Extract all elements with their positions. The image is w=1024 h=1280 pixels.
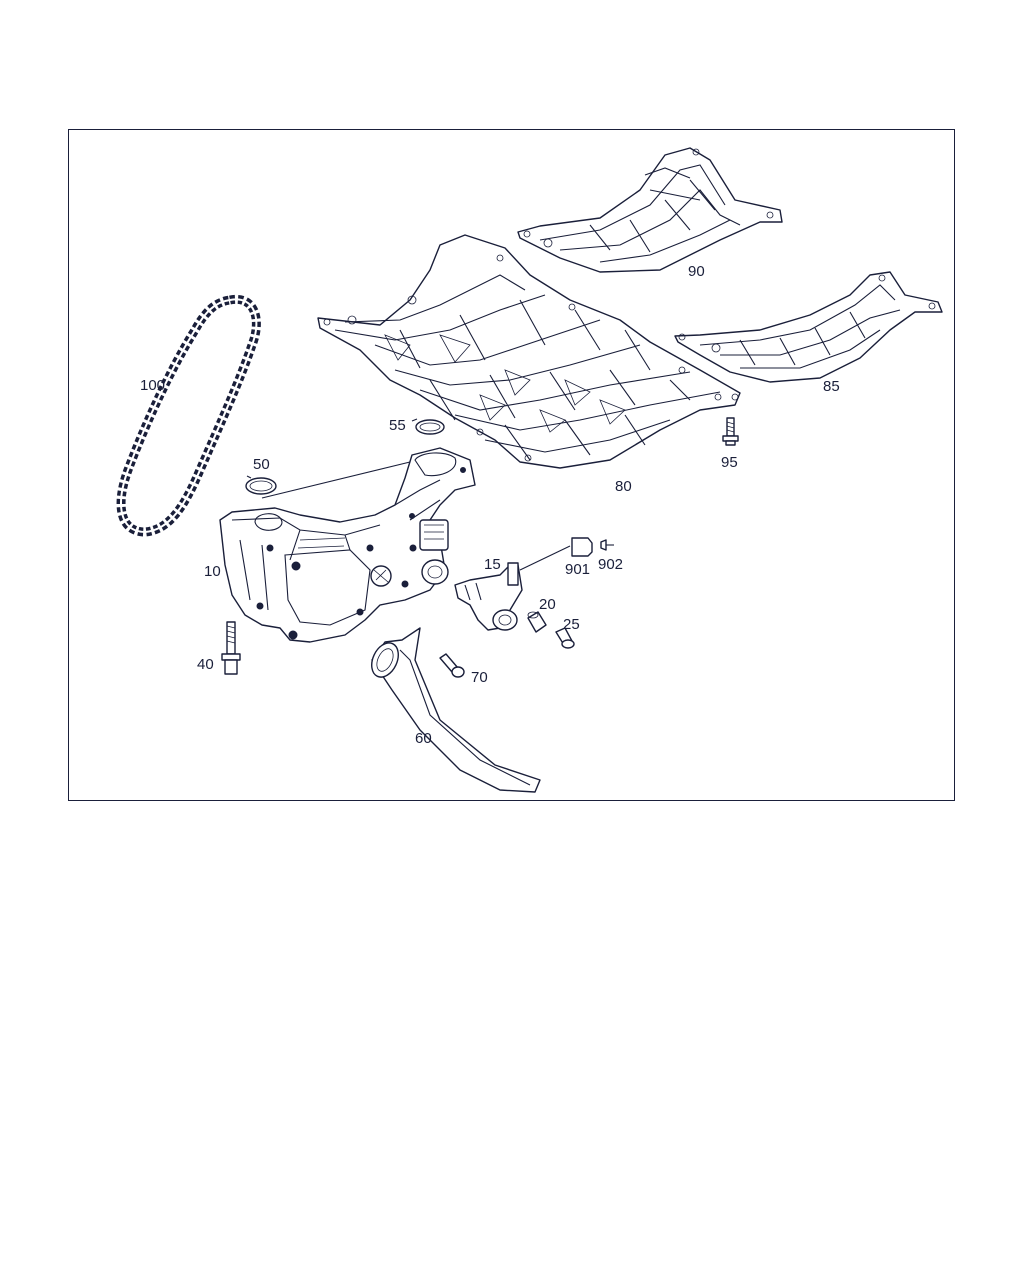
part-100-chain [116, 294, 261, 537]
callout-100: 100 [140, 377, 165, 394]
part-90-baffle [517, 147, 783, 273]
part-25-screw [555, 627, 575, 649]
callout-902: 902 [598, 556, 623, 573]
callout-10: 10 [204, 563, 221, 580]
part-50-ring [245, 475, 277, 495]
part-40-bolt [221, 621, 241, 675]
part-15-valve [454, 545, 571, 631]
part-80-main-baffle [317, 234, 741, 469]
part-85-baffle [674, 271, 943, 383]
part-60-suction-pipe [371, 627, 541, 793]
callout-85: 85 [823, 378, 840, 395]
part-10-oil-pump [219, 447, 476, 643]
callout-60: 60 [415, 730, 432, 747]
callout-15: 15 [484, 556, 501, 573]
callout-50: 50 [253, 456, 270, 473]
part-70-screw [439, 653, 465, 678]
callout-901: 901 [565, 561, 590, 578]
part-95-bolt [722, 417, 739, 446]
callout-90: 90 [688, 263, 705, 280]
callout-80: 80 [615, 478, 632, 495]
callout-25: 25 [563, 616, 580, 633]
callout-95: 95 [721, 454, 738, 471]
diagram-frame [68, 129, 955, 801]
part-901-connector [571, 537, 593, 557]
callout-40: 40 [197, 656, 214, 673]
callout-55: 55 [389, 417, 406, 434]
part-902-pin [600, 539, 614, 551]
callout-70: 70 [471, 669, 488, 686]
part-20-sleeve [527, 611, 547, 633]
part-55-oring [411, 418, 445, 435]
callout-20: 20 [539, 596, 556, 613]
